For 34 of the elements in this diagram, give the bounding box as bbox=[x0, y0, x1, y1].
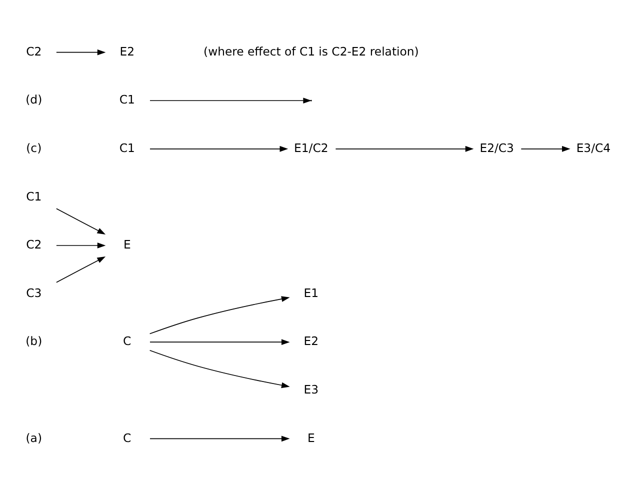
node-text: C1 bbox=[119, 140, 135, 155]
node-text: C bbox=[123, 334, 132, 348]
node-text: C1 bbox=[119, 92, 135, 107]
arrow bbox=[335, 146, 474, 152]
node-text: C1 bbox=[26, 189, 42, 204]
node-text: E2/C3 bbox=[480, 140, 514, 155]
arrow bbox=[150, 436, 290, 442]
node-text: E1 bbox=[304, 286, 319, 300]
node-text: C3 bbox=[26, 286, 42, 300]
label: (b) bbox=[26, 334, 42, 348]
arrow bbox=[520, 146, 570, 152]
arrow bbox=[56, 49, 106, 56]
node-text: C2 bbox=[26, 44, 42, 58]
arrow bbox=[56, 242, 106, 248]
label: (where effect of C1 is C2-E2 relation) bbox=[204, 44, 419, 58]
arrow bbox=[150, 339, 290, 345]
arrow bbox=[56, 208, 106, 235]
arrow bbox=[149, 350, 290, 388]
label: (c) bbox=[26, 140, 42, 155]
node-text: C bbox=[123, 430, 132, 445]
label: (a) bbox=[26, 430, 42, 445]
node-text: C2 bbox=[26, 238, 42, 252]
node-text: E3 bbox=[304, 382, 319, 396]
node-text: E2 bbox=[120, 44, 135, 58]
arrow bbox=[150, 146, 288, 152]
node-text: E2 bbox=[304, 334, 319, 348]
node-text: E1/C2 bbox=[294, 140, 328, 155]
label: (d) bbox=[26, 92, 42, 107]
arrow bbox=[149, 296, 290, 334]
node-text: E3/C4 bbox=[576, 140, 611, 155]
node-text: E bbox=[307, 430, 315, 445]
arrow bbox=[150, 98, 312, 104]
node-text: E bbox=[123, 238, 131, 252]
arrow bbox=[56, 256, 106, 283]
